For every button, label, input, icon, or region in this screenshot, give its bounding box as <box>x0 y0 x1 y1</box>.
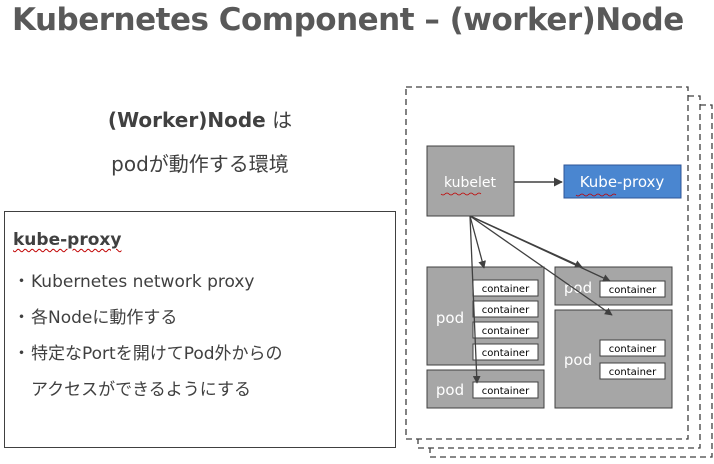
intro-node-term: (Worker)Node <box>107 108 266 132</box>
pod-c-container-1-label: container <box>609 285 657 296</box>
bullet-network-proxy: ・Kubernetes network proxy <box>13 264 283 300</box>
bullet-mark: ・ <box>13 344 30 364</box>
info-bullets: ・Kubernetes network proxy ・各Nodeに動作する ・特… <box>13 264 283 408</box>
pod-d-container-1-label: container <box>609 344 657 355</box>
arrow-kubelet-to-pod-a-container-1 <box>469 215 486 269</box>
pod-c-container-1 <box>599 280 666 298</box>
pod-d-label: pod <box>564 351 592 369</box>
kubelet-box <box>426 145 515 217</box>
page-title: Kubernetes Component – (worker)Node <box>12 2 684 38</box>
bullet-open-port-continued: アクセスができるようにする <box>31 380 251 400</box>
pod-a-label: pod <box>436 309 464 327</box>
pod-a-container-3-label: container <box>482 326 530 337</box>
pod-a-container-1-label: container <box>482 284 530 295</box>
intro-particle: は <box>265 108 293 132</box>
info-heading: kube-proxy <box>13 230 122 250</box>
kube-proxy-info-box: kube-proxy ・Kubernetes network proxy ・各N… <box>4 211 396 448</box>
kubelet-label: kubelet <box>444 175 497 191</box>
intro-line-2: podが動作する環境 <box>111 152 289 176</box>
pod-b-container-1 <box>472 381 539 399</box>
pod-b-container-1-label: container <box>482 386 530 397</box>
arrow-kubelet-to-pod-b-container <box>469 215 481 384</box>
kubelet-squiggle <box>440 192 482 196</box>
kube-proxy-label: Kube-proxy <box>580 173 665 191</box>
bullet-mark: ・ <box>13 272 30 292</box>
pod-a-container-3 <box>472 321 539 339</box>
arrow-kubelet-to-pod-d-container <box>469 215 613 316</box>
bullet-mark: ・ <box>13 308 30 328</box>
pod-b-label: pod <box>436 381 464 399</box>
pod-d-container-1 <box>599 339 666 357</box>
pod-a-container-2 <box>472 300 539 318</box>
pod-a-container-4 <box>472 343 539 361</box>
pod-c-label: pod <box>564 279 592 297</box>
pod-a-container-4-label: container <box>482 348 530 359</box>
pod-a-container-2-label: container <box>482 305 530 316</box>
bullet-open-port: ・特定なPortを開けてPod外からの <box>13 336 283 372</box>
pod-d <box>554 309 673 409</box>
intro-line-1: (Worker)Node は <box>0 104 400 133</box>
bullet-each-node: ・各Nodeに動作する <box>13 300 283 336</box>
kube-proxy-squiggle <box>575 193 617 197</box>
kube-proxy-box <box>563 164 682 199</box>
arrow-kubelet-to-pod-c-container <box>469 215 611 282</box>
pod-d-container-2-label: container <box>609 367 657 378</box>
pod-d-container-2 <box>599 362 666 380</box>
